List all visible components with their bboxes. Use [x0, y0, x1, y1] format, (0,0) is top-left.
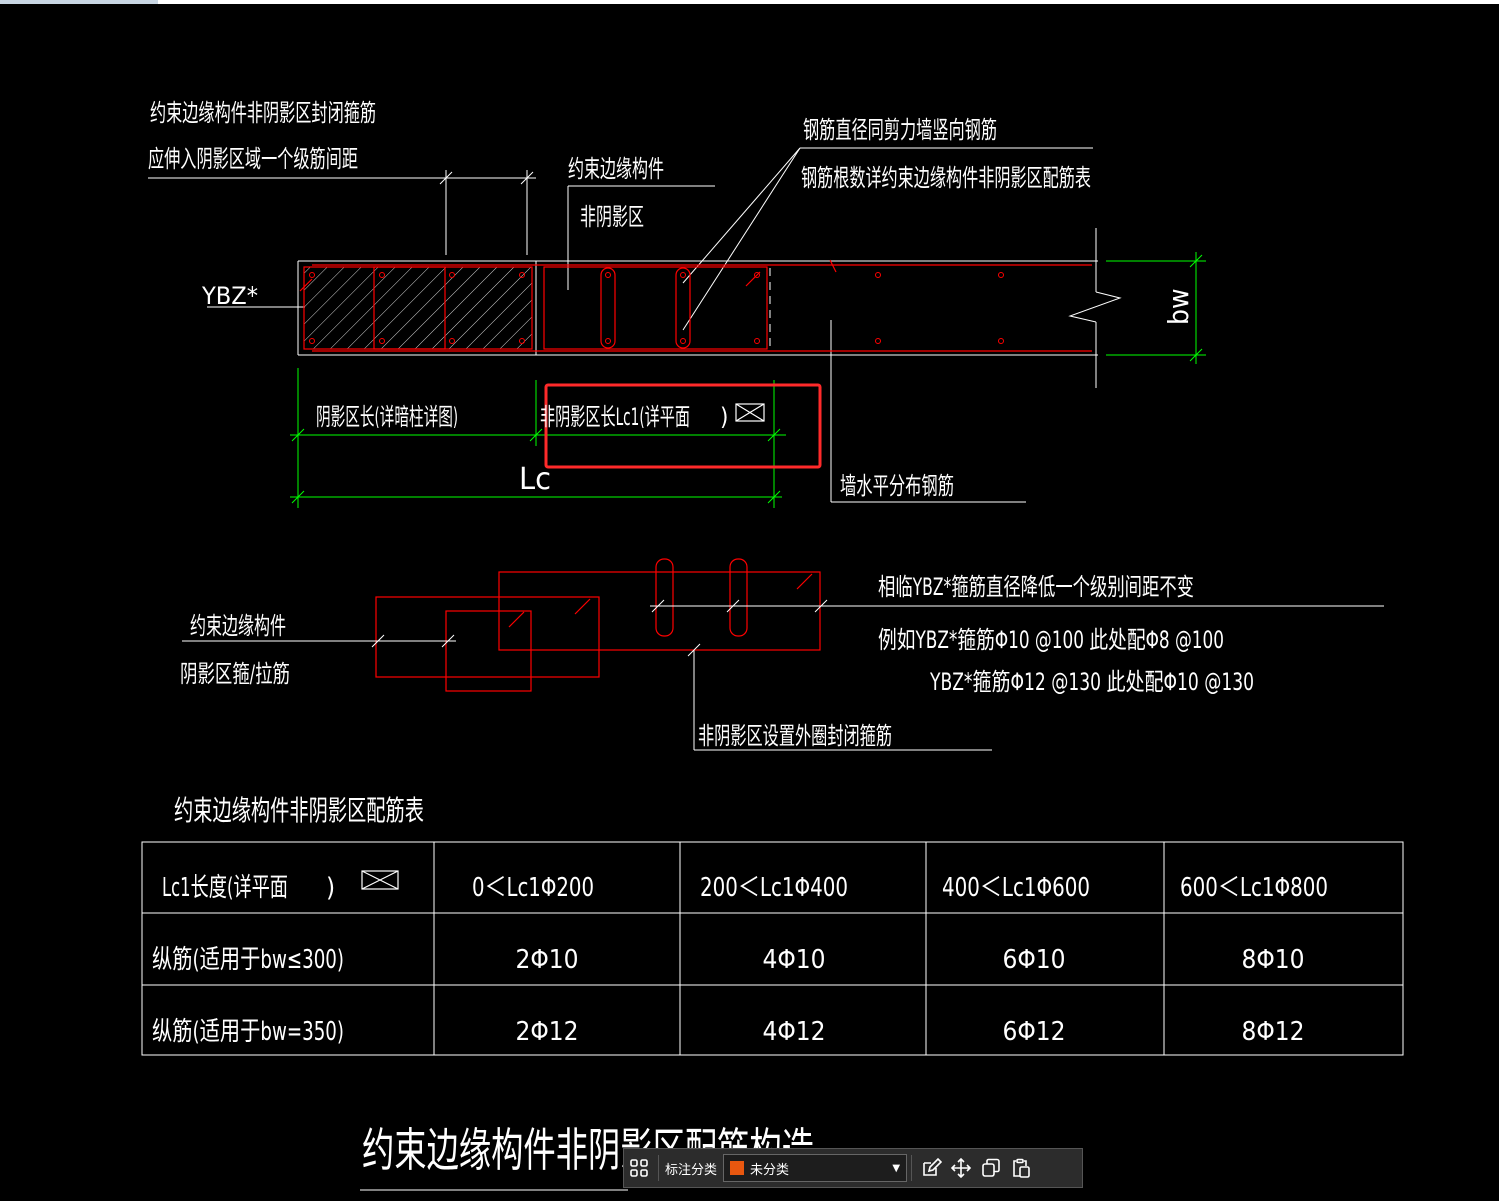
- table-row-label: 纵筋(适用于bw=350): [152, 1017, 344, 1047]
- toolbar-divider: [658, 1155, 659, 1181]
- note-bar-dia: 钢筋直径同剪力墙竖向钢筋: [803, 116, 997, 144]
- envelope-icon: [735, 403, 765, 422]
- table-header-cell: 0＜Lc1Φ200: [472, 873, 594, 903]
- table-row-label: 纵筋(适用于bw≤300): [152, 945, 344, 975]
- note-outer-stirrup: 非阴影区设置外圈封闭箍筋: [698, 722, 892, 750]
- copy-icon[interactable]: [976, 1153, 1006, 1183]
- rebar-table: Lc1长度(详平面 ) 0＜Lc1Φ200 200＜Lc1Φ400 400＜Lc…: [152, 873, 1328, 1047]
- rebar-detail: [375, 558, 821, 692]
- example-2: YBZ*箍筋Φ12 @130 此处配Φ10 @130: [929, 668, 1254, 696]
- rebar-dots: [309, 272, 1004, 344]
- table-header-close: ): [326, 873, 335, 903]
- shadow-zone-hatch: [304, 267, 532, 349]
- leader-lines: [148, 147, 1093, 503]
- window-tab[interactable]: [0, 0, 158, 4]
- dimension-lines: [290, 252, 1206, 508]
- category-value: 未分类: [750, 1162, 790, 1178]
- move-icon[interactable]: [946, 1153, 976, 1183]
- chevron-down-icon: ▼: [892, 1162, 901, 1174]
- note-adjacent: 相临YBZ*箍筋直径降低一个级别间距不变: [878, 573, 1194, 601]
- dim-lc: Lc: [519, 462, 551, 497]
- note-bar-count: 钢筋根数详约束边缘构件非阴影区配筋表: [801, 164, 1091, 192]
- note-closed-stirrup-1: 约束边缘构件非阴影区封闭箍筋: [150, 99, 376, 127]
- dim-nonshadow-length: 非阴影区长Lc1(详平面: [540, 403, 690, 431]
- label-member-1: 约束边缘构件: [568, 155, 664, 183]
- note-wall-horizontal: 墙水平分布钢筋: [840, 472, 954, 500]
- table-cell: 4Φ12: [762, 1017, 825, 1047]
- label-member-shadow-1: 约束边缘构件: [190, 612, 286, 640]
- dim-nonshadow-close: ): [720, 403, 728, 431]
- table-title: 约束边缘构件非阴影区配筋表: [174, 794, 424, 827]
- toolbar-divider: [911, 1155, 913, 1181]
- table-cell: 4Φ10: [762, 945, 825, 975]
- table-header-cell: 200＜Lc1Φ400: [700, 873, 848, 903]
- label-bw: bw: [1162, 288, 1195, 325]
- table-cell: 8Φ12: [1241, 1017, 1304, 1047]
- table-header-cell: Lc1长度(详平面: [162, 873, 288, 903]
- table-cell: 6Φ12: [1002, 1017, 1065, 1047]
- category-select[interactable]: 未分类 ▼: [723, 1154, 908, 1182]
- table-header-cell: 400＜Lc1Φ600: [942, 873, 1090, 903]
- envelope-icon: [361, 870, 399, 890]
- table-cell: 2Φ12: [515, 1017, 578, 1047]
- wall-outline: [297, 228, 1122, 388]
- grid-icon[interactable]: [624, 1153, 654, 1183]
- example-1: 例如YBZ*箍筋Φ10 @100 此处配Φ8 @100: [878, 626, 1224, 654]
- table-cell: 2Φ10: [515, 945, 578, 975]
- dim-shadow-length: 阴影区长(详暗柱详图): [316, 403, 458, 431]
- category-color-swatch: [730, 1161, 745, 1175]
- annotation-toolbar: 标注分类 未分类 ▼: [623, 1148, 1083, 1188]
- rebar-table-grid: [141, 841, 1404, 1056]
- window-top-bar: [0, 0, 1499, 4]
- label-member-shadow-2: 阴影区箍/拉筋: [180, 660, 290, 688]
- detail-leaders: [182, 599, 1384, 751]
- table-cell: 8Φ10: [1241, 945, 1304, 975]
- note-closed-stirrup-2: 应伸入阴影区域一个级筋间距: [148, 145, 358, 173]
- category-label: 标注分类: [665, 1162, 718, 1178]
- highlight-box: [544, 383, 822, 469]
- label-ybz: YBZ*: [201, 282, 258, 310]
- table-cell: 6Φ10: [1002, 945, 1065, 975]
- label-member-2: 非阴影区: [580, 203, 644, 231]
- edit-icon[interactable]: [916, 1153, 946, 1183]
- rebar-plan: [299, 259, 1092, 352]
- table-header-cell: 600＜Lc1Φ800: [1180, 873, 1328, 903]
- paste-icon[interactable]: [1006, 1153, 1036, 1183]
